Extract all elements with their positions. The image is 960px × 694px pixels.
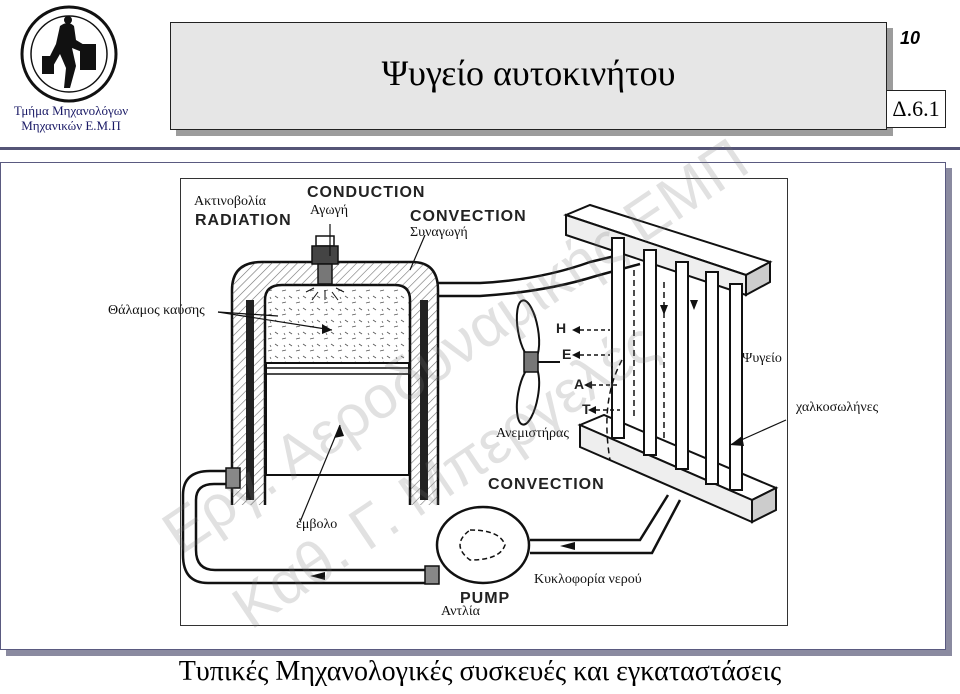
label-piston: έμβολο	[296, 517, 338, 532]
lower-hose	[530, 494, 670, 542]
title-box	[170, 22, 887, 130]
heat-letter-h: H	[556, 320, 568, 336]
caption-radiation: RADIATION	[195, 212, 292, 229]
heat-letter-a: A	[574, 376, 586, 392]
spark-plug	[305, 235, 345, 301]
label-convection: Συναγωγή	[410, 225, 468, 240]
label-radiation: Ακτινοβολία	[194, 194, 266, 209]
upper-hose	[438, 248, 641, 285]
footer-title: Τυπικές Μηχανολογικές συσκευές και εγκατ…	[178, 656, 782, 687]
return-hose	[194, 482, 425, 572]
water-pump	[424, 505, 531, 585]
department-line-2: Μηχανικών Ε.Μ.Π	[21, 118, 121, 133]
department-name: Τμήμα Μηχανολόγων Μηχανικών Ε.Μ.Π	[0, 103, 142, 133]
heat-letter-e: E	[562, 346, 573, 362]
page-title: Ψυγείο αυτοκινήτου	[381, 53, 676, 93]
fan	[515, 299, 560, 426]
label-water-circulation: Κυκλοφορία νερού	[534, 572, 642, 587]
caption-convection-bottom: CONVECTION	[488, 476, 605, 493]
label-radiator: Ψυγείο	[742, 351, 782, 366]
caption-convection-top: CONVECTION	[410, 208, 527, 225]
caption-pump: PUMP	[460, 590, 511, 607]
department-line-1: Τμήμα Μηχανολόγων	[13, 103, 129, 118]
page-number: 10	[900, 28, 921, 48]
label-combustion-chamber: Θάλαμος καύσης	[108, 303, 205, 318]
caption-conduction: CONDUCTION	[307, 184, 426, 201]
leader-lines	[217, 224, 787, 523]
university-seal-logo	[18, 4, 120, 104]
heat-letter-t: T	[582, 401, 592, 417]
section-box	[886, 90, 946, 128]
label-fan: Ανεμιστήρας	[496, 426, 569, 441]
label-conduction: Αγωγή	[310, 203, 349, 218]
label-copper-tubes: χαλκοσωλήνες	[796, 400, 879, 415]
heat-arrows	[580, 329, 620, 411]
label-pump: Αντλία	[441, 604, 480, 619]
header-divider	[0, 147, 960, 150]
piston	[265, 362, 410, 476]
section-number: Δ.6.1	[892, 96, 940, 121]
